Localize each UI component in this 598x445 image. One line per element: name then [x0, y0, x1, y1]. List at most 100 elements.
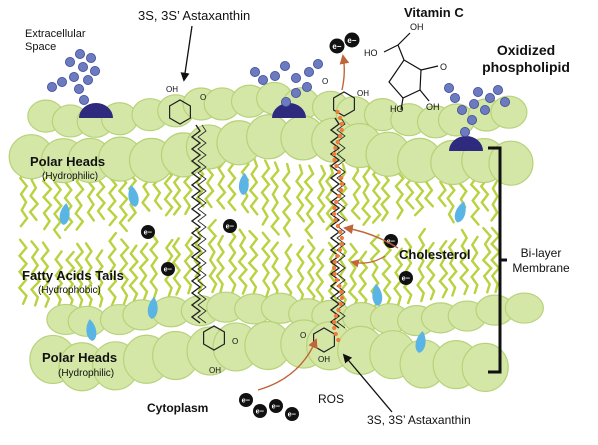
- astaxanthin-ring-right-top: [333, 91, 355, 117]
- extracellular-line-2: Space: [25, 41, 57, 53]
- fatty-acid-tail-lower: [393, 247, 404, 306]
- ros-dot: [338, 115, 343, 121]
- sugar-bead: [90, 66, 101, 77]
- electron-circle: [329, 38, 345, 54]
- vitamin-c-side-chain-1: [397, 44, 405, 61]
- sugar-bead: [301, 82, 312, 93]
- fatty-acid-tail-lower: [315, 248, 325, 307]
- sugar-bead: [57, 77, 68, 88]
- sugar-bead: [279, 61, 290, 72]
- ros-dot: [339, 187, 344, 193]
- oxidized-phospholipid-label: Oxidized phospholipid: [474, 42, 578, 76]
- sugar-bead: [449, 93, 460, 104]
- vitamin-c-atom-label: OH: [410, 22, 424, 32]
- ros-dot: [335, 139, 340, 145]
- vitamin-c-label: Vitamin C: [404, 5, 464, 20]
- sugar-bead: [47, 82, 58, 93]
- fatty-acid-tail-lower: [29, 240, 41, 307]
- polar-heads-bottom-label: Polar Heads: [42, 350, 118, 365]
- cholesterol-droplet: [128, 185, 139, 207]
- astaxanthin-top-label: 3S, 3S’ Astaxanthin: [138, 8, 251, 23]
- fatty-acid-tail-lower: [215, 234, 226, 294]
- extracellular-line-1: Extracellular: [25, 28, 86, 40]
- ros-dot: [338, 301, 343, 307]
- vitamin-c-carbonyl: [420, 65, 439, 71]
- sugar-bead: [79, 95, 90, 106]
- ros-dot: [336, 193, 341, 199]
- fatty-acid-tail-lower: [182, 236, 194, 295]
- fatty-acid-tail-lower: [438, 240, 449, 299]
- sugar-bead: [86, 53, 97, 64]
- fatty-acid-tail-lower: [149, 232, 159, 299]
- fatty-acid-tail-lower: [447, 238, 458, 297]
- oxidized-phospholipid-head: [449, 136, 483, 151]
- cholesterol-label: Cholesterol: [399, 247, 471, 262]
- sugar-bead: [459, 127, 470, 138]
- sugar-bead: [69, 72, 80, 83]
- sugar-bead: [499, 97, 510, 108]
- electrons: e−e−e−e−e−e−e−e−e−e−e−: [141, 32, 413, 421]
- sugar-bead: [83, 75, 94, 86]
- fatty-acid-tail-lower: [481, 227, 493, 294]
- fatty-acid-tail-lower: [84, 242, 93, 309]
- sugar-chains: [47, 49, 510, 138]
- ros-dot: [339, 289, 344, 295]
- sugar-bead: [466, 115, 477, 126]
- atom-label-oh-left-bottom: OH: [209, 366, 221, 375]
- sugar-bead: [78, 62, 89, 73]
- ros-dot: [331, 265, 337, 271]
- fatty-acid-tail-lower: [470, 235, 481, 295]
- vitamin-c-atom-label: O: [440, 62, 447, 72]
- sugar-bead: [290, 88, 301, 99]
- arrow-astaxanthin-bottom: [342, 353, 393, 413]
- astaxanthin-chain-left-double: [197, 124, 207, 324]
- ros-dot: [335, 223, 340, 229]
- electron-label: e−: [256, 407, 264, 416]
- polar-head-bottom-front: [461, 342, 509, 392]
- fatty-acid-tail-lower: [381, 240, 393, 308]
- polar-heads-top-label: Polar Heads: [30, 154, 106, 169]
- vitamin-c-side-chain-3: [383, 44, 399, 53]
- ros-dot: [334, 163, 339, 169]
- electron-circle: [223, 219, 237, 233]
- ros-dot: [339, 121, 344, 127]
- fatty-acid-tail-lower: [74, 242, 85, 310]
- sugar-bead: [280, 97, 291, 108]
- sugar-bead: [257, 75, 268, 86]
- sugar-bead: [468, 99, 479, 110]
- arrow-ros-entry: [257, 338, 318, 391]
- ros-dot: [339, 181, 345, 187]
- ros-dot: [339, 235, 344, 241]
- fatty-acid-tail-lower: [425, 241, 436, 301]
- fatty-acid-tail-lower: [17, 238, 29, 305]
- cholesterol-droplet: [86, 319, 97, 341]
- arrows: [180, 25, 507, 413]
- fatty-acid-tail-lower: [107, 231, 118, 307]
- vitamin-c-atom-label: HO: [364, 48, 378, 58]
- ros-dot: [339, 127, 344, 133]
- polar-heads-front: [8, 114, 534, 392]
- fatty-acid-tail-lower: [118, 238, 130, 305]
- fatty-acid-tail-lower: [269, 241, 281, 300]
- electron-circle: [253, 404, 267, 418]
- ros-dot: [334, 199, 339, 205]
- fatty-acid-tail-upper: [325, 164, 336, 231]
- ros-label: ROS: [318, 392, 345, 406]
- ros-dot: [333, 331, 338, 337]
- arrow-ros-exit: [339, 54, 350, 91]
- astaxanthin-ring-left-top: [169, 99, 191, 125]
- fatty-acid-tail-upper: [281, 162, 292, 238]
- ros-dot: [338, 133, 343, 139]
- fatty-acid-tail-lower: [357, 250, 369, 310]
- bilayer-membrane-label: Bi-layer Membrane: [508, 246, 574, 276]
- polar-head-bottom-back: [504, 292, 544, 324]
- ros-dot: [333, 217, 338, 223]
- fatty-acid-tail-lower: [171, 237, 182, 296]
- ros-dot: [337, 247, 342, 253]
- fatty-acid-tail-upper: [350, 161, 362, 220]
- vitamin-c-hydroxyl-2: [419, 89, 430, 102]
- sugar-bead: [492, 85, 503, 96]
